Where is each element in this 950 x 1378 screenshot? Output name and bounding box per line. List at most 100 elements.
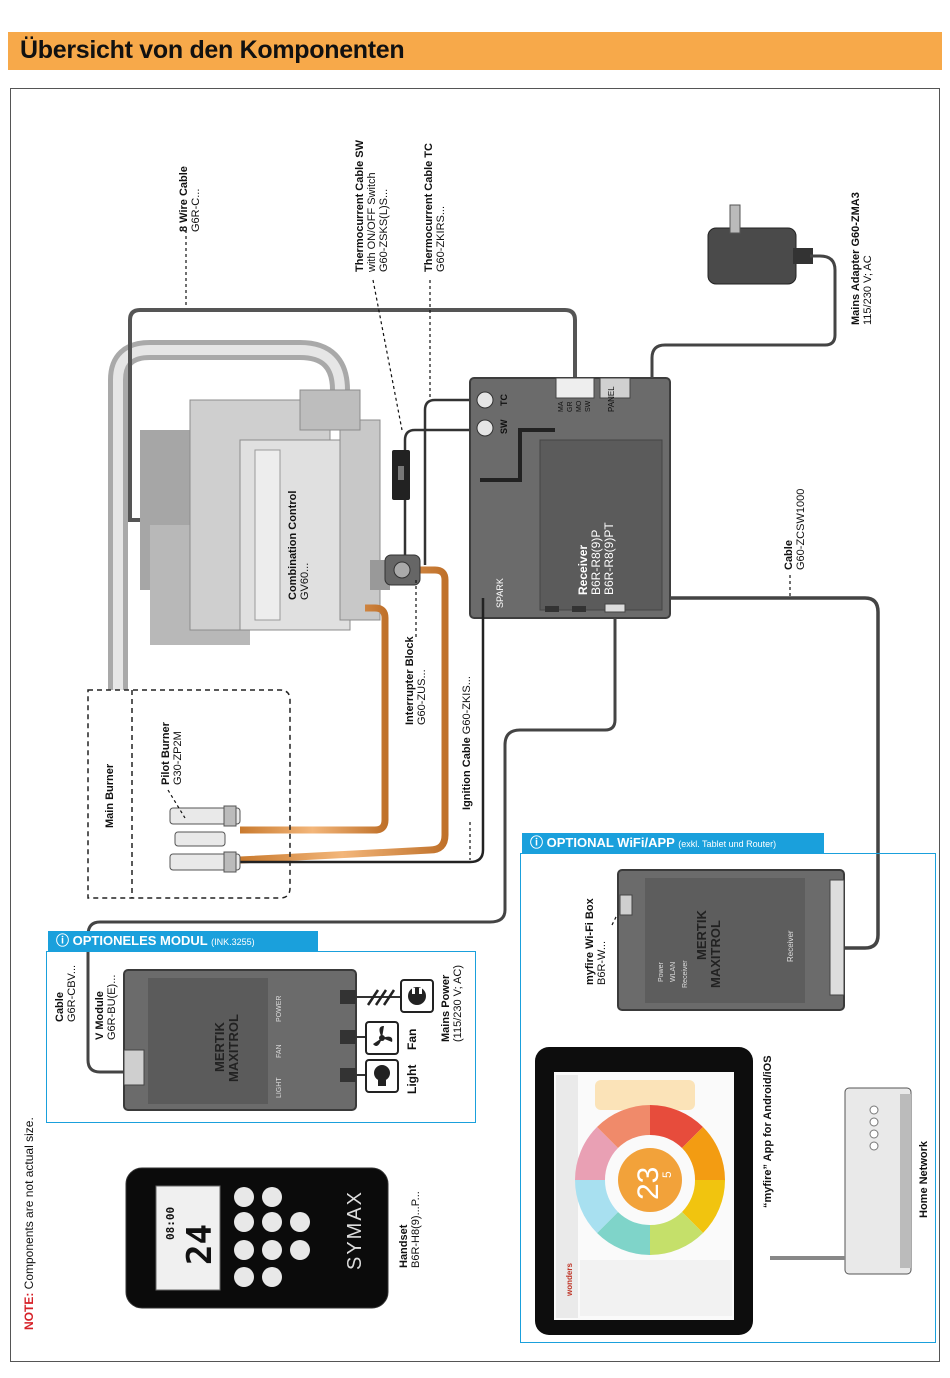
vmodule-brand-1: MERTIK — [212, 1022, 227, 1072]
tablet-temp-decimal: 5 — [660, 1171, 674, 1178]
label-ignition-code: G60-ZKIS... — [461, 676, 473, 735]
receiver-pin-gr: GR — [567, 401, 574, 413]
adapter-cable — [650, 254, 837, 378]
receiver-vmodule-cable — [86, 618, 617, 1074]
thermocurrent-cable-sw — [403, 428, 470, 565]
label-cable-cbv-code: G6R-CBV... — [66, 964, 78, 1022]
label-8-wire-code: G6R-C... — [190, 188, 202, 232]
page-title: Übersicht von den Komponenten — [20, 36, 405, 64]
handset-temp: 24 — [180, 1224, 220, 1265]
label-receiver-code2: B6R-R8(9)PT — [602, 522, 616, 595]
receiver-device — [469, 377, 671, 619]
v-module-device — [123, 969, 357, 1111]
label-pilot-burner-code: G30-ZP2M — [172, 731, 184, 785]
optional-wifi-note: (exkl. Tablet und Router) — [678, 839, 777, 849]
tablet-brand: wonders — [565, 1263, 574, 1296]
receiver-panel-label: PANEL — [607, 386, 616, 412]
optional-module-box — [46, 951, 476, 1123]
label-handset-code: B6R-H8(9)...P... — [410, 1191, 422, 1268]
label-v-module-code: G6R-BU(E)... — [106, 974, 118, 1040]
footnote: NOTE: Components are not actual size. — [22, 1117, 36, 1330]
label-light: Light — [405, 1065, 419, 1094]
optional-module-title: OPTIONELES MODUL — [72, 933, 208, 948]
optional-module-header: ⓘ OPTIONELES MODUL (INK.3255) — [48, 931, 318, 951]
mains-adapter-device — [707, 204, 813, 285]
light-bulb-icon — [365, 1059, 399, 1093]
receiver-pin-sw: SW — [585, 400, 592, 412]
tablet-temperature-dial — [575, 1105, 725, 1255]
label-home-network: Home Network — [918, 1141, 930, 1218]
wifi-box-device — [617, 869, 845, 1011]
optional-wifi-title: OPTIONAL WiFi/APP — [546, 835, 675, 850]
label-cable-name: Cable — [783, 540, 795, 570]
copper-thermo-tube — [239, 566, 449, 864]
label-mains-power-code: (115/230 V; AC) — [452, 964, 464, 1042]
label-interrupter-name: Interrupter Block — [404, 636, 416, 725]
label-thermo-sw-name: Thermocurrent Cable SW — [354, 139, 366, 272]
mains-power-hatch — [366, 989, 396, 1006]
handset-time: 08:00 — [164, 1206, 177, 1240]
fan-icon — [365, 1021, 399, 1055]
combination-control-valve — [140, 389, 390, 645]
label-thermo-tc-code: G60-ZKIRS... — [435, 205, 447, 272]
label-cable-code: G60-ZCSW1000 — [795, 488, 807, 570]
label-ignition-name: Ignition Cable — [461, 737, 473, 810]
label-thermo-sw-code: G60-ZSKS(L)S... — [378, 188, 390, 272]
copper-pilot-tube — [240, 604, 389, 834]
optional-module-note: (INK.3255) — [211, 937, 255, 947]
optional-wifi-header: ⓘ OPTIONAL WiFi/APP (exkl. Tablet und Ro… — [522, 833, 824, 853]
label-cable-cbv-name: Cable — [54, 992, 66, 1022]
label-app: “myfire” App for Android/iOS — [762, 1055, 774, 1208]
label-8-wire-name: 8 Wire Cable — [178, 166, 190, 232]
wifi-receiver-label: Receiver — [786, 930, 795, 962]
wifi-led-wlan: WLAN — [670, 961, 677, 982]
label-handset-name: Handset — [398, 1224, 410, 1268]
receiver-pin-mo: MO — [576, 400, 583, 412]
label-combination-code: GV60... — [299, 562, 311, 600]
ignition-cable — [240, 598, 485, 864]
label-fan: Fan — [405, 1028, 419, 1050]
vmodule-light-label: LIGHT — [276, 1077, 283, 1098]
label-receiver-name: Receiver — [576, 544, 590, 595]
receiver-wifi-cable — [670, 596, 880, 950]
header-bar: Übersicht von den Komponenten — [8, 32, 942, 70]
diagram-frame — [10, 88, 940, 1362]
vmodule-power-label: POWER — [276, 995, 283, 1022]
router-device — [770, 1087, 912, 1275]
receiver-spark-label: SPARK — [495, 578, 505, 608]
label-wifi-box-code: B6R-W... — [596, 940, 608, 985]
vmodule-fan-label: FAN — [276, 1044, 283, 1058]
pilot-burner-parts — [169, 805, 241, 873]
handset-device — [125, 1167, 389, 1309]
label-ignition-cable: Ignition Cable G60-ZKIS... — [461, 676, 473, 810]
label-receiver-code1: B6R-R8(9)P — [589, 529, 603, 595]
wifi-brand-1: MERTIK — [694, 910, 709, 960]
label-main-burner: Main Burner — [104, 764, 116, 828]
receiver-pin-ma: MA — [558, 401, 565, 413]
leader-lines — [167, 230, 791, 926]
label-mains-power: Mains Power(115/230 V; AC) — [440, 965, 464, 1042]
label-fan-name: Fan — [405, 1028, 419, 1050]
label-wifi-box-name: myfire Wi-Fi Box — [584, 898, 596, 985]
label-v-module-name: V Module — [94, 991, 106, 1040]
wifi-led-receiver: Receiver — [682, 960, 689, 988]
receiver-sw-label: SW — [499, 419, 509, 435]
optional-wifi-box — [520, 853, 936, 1343]
footnote-text: Components are not actual size. — [22, 1117, 36, 1293]
receiver-tc-label: TC — [499, 394, 509, 406]
eight-wire-cable — [128, 308, 577, 522]
label-home-network-name: Home Network — [918, 1140, 930, 1218]
label-thermo-sw-line2: with ON/OFF Switch — [366, 172, 378, 272]
footnote-prefix: NOTE: — [22, 1292, 36, 1330]
label-thermo-tc-name: Thermocurrent Cable TC — [423, 143, 435, 272]
